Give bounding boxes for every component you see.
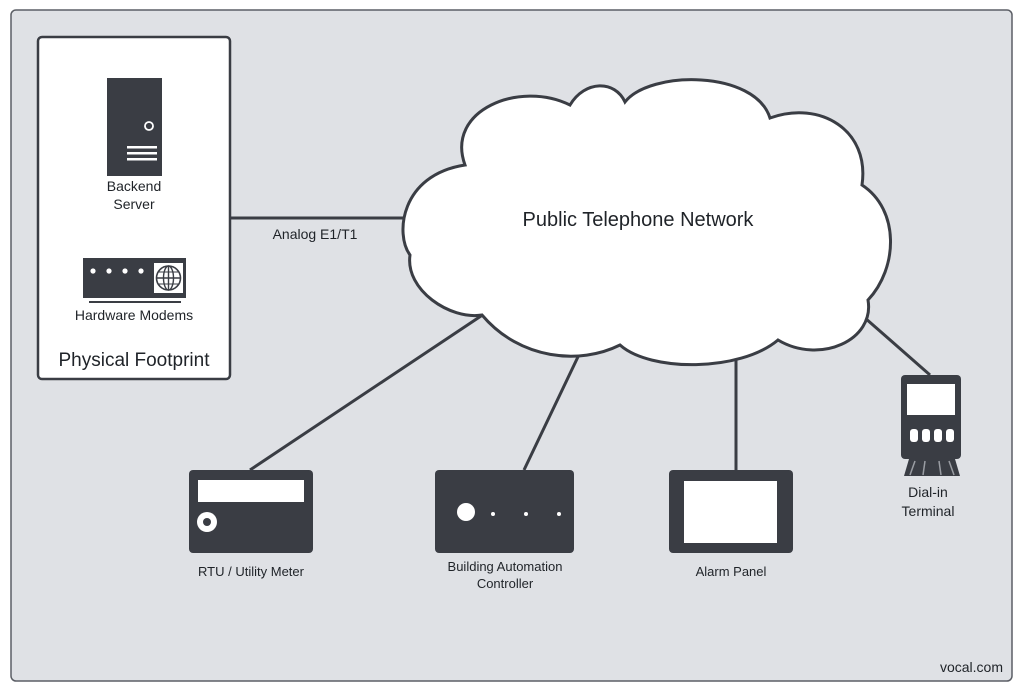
alarm-panel: Alarm Panel — [669, 470, 793, 579]
server-tower-icon — [107, 78, 162, 176]
link-terminal — [864, 316, 931, 377]
physical-footprint-title: Physical Footprint — [58, 350, 210, 371]
footer-brand: vocal.com — [940, 659, 1003, 675]
controller-icon — [435, 470, 574, 553]
terminal-label-line2: Terminal — [902, 503, 955, 519]
terminal-label-line1: Dial-in — [908, 484, 948, 500]
rtu-utility-meter: RTU / Utility Meter — [189, 470, 313, 579]
server-label-line1: Backend — [107, 178, 161, 194]
server-label-line2: Server — [113, 196, 155, 212]
modem-rack-icon — [83, 258, 186, 303]
network-label: Public Telephone Network — [523, 209, 755, 231]
rtu-label: RTU / Utility Meter — [198, 564, 305, 579]
building-automation-controller: Building Automation Controller — [435, 470, 574, 591]
bac-label-line1: Building Automation — [448, 559, 563, 574]
physical-footprint: Backend Server Hardware Modems Physical … — [36, 35, 232, 381]
link-bac — [522, 339, 588, 471]
utility-meter-icon — [189, 470, 313, 553]
alarm-panel-icon — [669, 470, 793, 553]
modems-label: Hardware Modems — [75, 307, 193, 323]
trunk-label: Analog E1/T1 — [273, 226, 358, 242]
cloud-icon — [401, 78, 892, 367]
dial-in-terminal: Dial-in Terminal — [901, 375, 961, 519]
card-terminal-icon — [901, 375, 961, 476]
alarm-label: Alarm Panel — [696, 564, 767, 579]
bac-label-line2: Controller — [477, 576, 534, 591]
link-rtu — [249, 308, 491, 472]
